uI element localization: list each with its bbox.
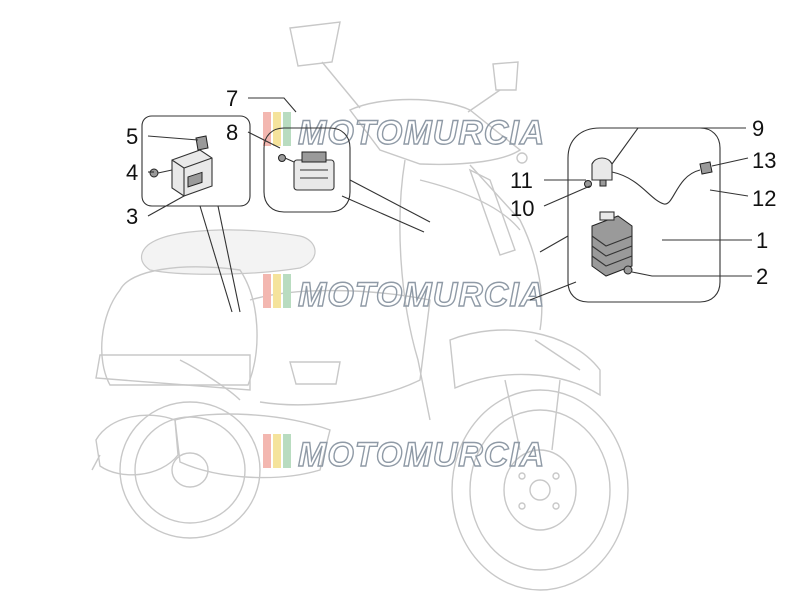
- callout-8: 8: [226, 120, 238, 145]
- relay-screw: [149, 168, 159, 178]
- watermark-stripe: [283, 434, 291, 468]
- scooter-outline: [91, 21, 629, 591]
- watermark-bottom: MOTOMURCIA: [263, 434, 545, 475]
- watermark-text: MOTOMURCIA: [298, 436, 545, 474]
- callout-2: 2: [756, 264, 768, 289]
- callout-7: 7: [226, 86, 238, 111]
- watermark-stripe: [263, 112, 271, 146]
- watermark-middle: MOTOMURCIA: [263, 274, 545, 315]
- watermark-stripe: [263, 434, 271, 468]
- watermark-stripe: [273, 434, 281, 468]
- sensor: [591, 157, 613, 181]
- callout-1: 1: [756, 228, 768, 253]
- callout-13: 13: [752, 148, 776, 173]
- control-unit: [293, 159, 335, 191]
- callout-9: 9: [752, 116, 764, 141]
- watermark-stripe: [263, 274, 271, 308]
- callout-11: 11: [510, 168, 533, 193]
- control-unit-screw: [278, 154, 286, 162]
- watermark-text: MOTOMURCIA: [298, 114, 545, 152]
- cable-connector: [699, 161, 713, 175]
- detail-panel-flasher: [141, 115, 251, 313]
- detail-panel-control-unit: [263, 127, 431, 233]
- relay-clip: [195, 135, 209, 151]
- watermark-stripe: [283, 112, 291, 146]
- detail-panel-regulator: [529, 127, 721, 303]
- regulator-screw: [623, 265, 633, 275]
- watermark-stripe: [283, 274, 291, 308]
- callout-labels: 1 2 3 4 5 7 8 9 10 11 12 13: [126, 86, 776, 289]
- callout-4: 4: [126, 160, 138, 185]
- flasher-relay: [171, 149, 213, 197]
- callout-5: 5: [126, 124, 138, 149]
- callout-3: 3: [126, 204, 138, 229]
- watermark-text: MOTOMURCIA: [298, 276, 545, 314]
- voltage-regulator: [591, 215, 633, 277]
- watermark-top: MOTOMURCIA: [263, 112, 545, 153]
- watermark-stripe: [273, 274, 281, 308]
- callout-leaders: [147, 97, 752, 277]
- callout-10: 10: [510, 196, 534, 221]
- callout-12: 12: [752, 186, 776, 211]
